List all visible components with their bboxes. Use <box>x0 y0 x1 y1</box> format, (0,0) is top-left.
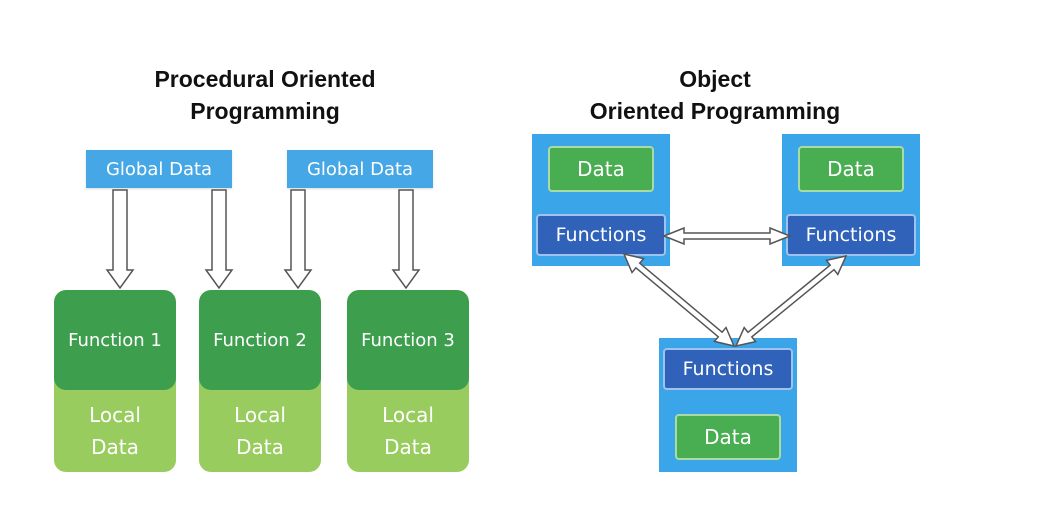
global-data-box-1: Global Data <box>86 150 232 188</box>
local-data-label: Local <box>89 403 141 427</box>
down-arrow <box>391 189 421 290</box>
object-data-box: Data <box>798 146 904 192</box>
down-arrow <box>105 189 135 290</box>
procedural-title: Procedural Oriented Programming <box>115 63 415 127</box>
object-box-2: Data Functions <box>782 134 920 266</box>
object-data-box: Data <box>675 414 781 460</box>
object-functions-box: Functions <box>536 214 666 256</box>
procedural-title-line1: Procedural Oriented <box>154 66 376 92</box>
procedural-title-line2: Programming <box>190 98 340 124</box>
object-functions-box: Functions <box>786 214 916 256</box>
object-box-3: Functions Data <box>659 338 797 472</box>
double-arrow <box>661 226 793 246</box>
function-box-3: Function 3 <box>347 290 469 390</box>
local-data-label: Local <box>234 403 286 427</box>
local-data-box-3: Local Data <box>347 390 469 472</box>
double-arrow <box>622 252 736 348</box>
local-data-label: Data <box>384 435 432 459</box>
oop-title-line1: Object <box>679 66 751 92</box>
oop-title: Object Oriented Programming <box>550 63 880 127</box>
function-column-2: Function 2 Local Data <box>199 290 321 472</box>
local-data-label: Data <box>91 435 139 459</box>
local-data-box-1: Local Data <box>54 390 176 472</box>
down-arrow <box>283 189 313 290</box>
object-functions-box: Functions <box>663 348 793 390</box>
function-column-3: Function 3 Local Data <box>347 290 469 472</box>
local-data-box-2: Local Data <box>199 390 321 472</box>
local-data-label: Local <box>382 403 434 427</box>
double-arrow <box>734 254 848 348</box>
global-data-box-2: Global Data <box>287 150 433 188</box>
object-box-1: Data Functions <box>532 134 670 266</box>
local-data-label: Data <box>236 435 284 459</box>
function-box-1: Function 1 <box>54 290 176 390</box>
oop-title-line2: Oriented Programming <box>589 98 841 124</box>
function-box-2: Function 2 <box>199 290 321 390</box>
function-column-1: Function 1 Local Data <box>54 290 176 472</box>
down-arrow <box>204 189 234 290</box>
object-data-box: Data <box>548 146 654 192</box>
